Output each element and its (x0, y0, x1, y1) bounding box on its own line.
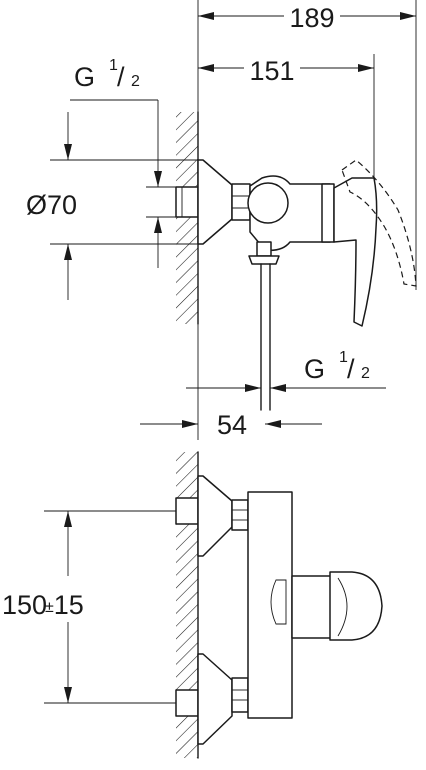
lever-knob (329, 571, 383, 641)
lower-rosette (197, 653, 233, 745)
svg-text:/: / (117, 62, 125, 92)
outlet-connector (256, 241, 272, 257)
outlet-thread-label: G (304, 354, 325, 384)
upper-hex-nut (231, 499, 249, 531)
inlet-thread-den: 2 (131, 73, 140, 90)
ball-joint (247, 182, 289, 224)
inlet-thread-label: G (74, 62, 95, 92)
upper-rosette (197, 475, 233, 557)
wall-hatch-top (176, 112, 198, 324)
inlet-nipple (175, 186, 199, 218)
logo-mark (270, 579, 287, 625)
outlet-thread-den: 2 (361, 365, 370, 382)
dim-inlet-thread: G 1 / 2 (70, 57, 176, 268)
center-distance-label: 150 (2, 590, 47, 620)
body-cap (321, 183, 335, 243)
dim-center-distance: 150 ±15 (2, 510, 176, 704)
lower-hex-nut (231, 677, 249, 713)
center-distance-tolerance: ±15 (45, 590, 84, 620)
upper-nipple (175, 497, 199, 525)
front-view (175, 451, 383, 759)
lower-nipple (175, 689, 199, 717)
dim-body-length: 151 (198, 52, 375, 178)
dim-body-length-label: 151 (249, 56, 294, 86)
svg-text:/: / (347, 354, 355, 384)
dim-outlet-thread: G 1 / 2 (186, 349, 386, 392)
dim-wall-to-outlet: 54 (140, 324, 322, 440)
mixer-body-front (247, 491, 293, 719)
dim-rosette-diameter: Ø70 (26, 112, 198, 300)
rosette-diameter-label: Ø70 (26, 190, 77, 220)
rosette (197, 159, 233, 245)
side-view (175, 111, 417, 411)
dim-overall-length: 189 (197, 0, 417, 290)
outlet-nut (248, 255, 280, 265)
wall-to-outlet-label: 54 (217, 410, 247, 440)
dim-overall-length-label: 189 (289, 3, 334, 33)
inlet-thread-num: 1 (109, 57, 118, 74)
outlet-thread-num: 1 (339, 349, 348, 366)
lever-handle (333, 177, 378, 327)
wall-hatch-bottom (176, 452, 198, 758)
